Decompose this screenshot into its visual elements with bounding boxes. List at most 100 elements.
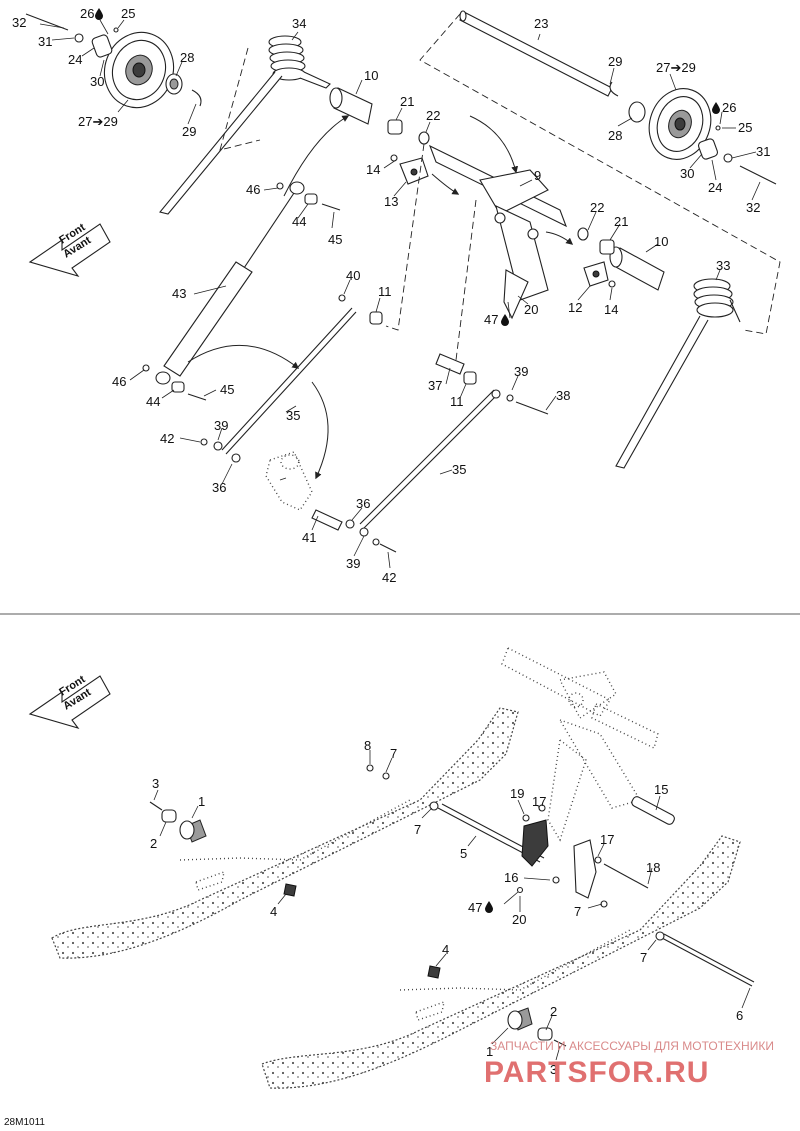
callout-27-29b: 27➔29 [656, 60, 696, 75]
callout-36b: 36 [356, 496, 370, 511]
callout-b5: 5 [460, 846, 467, 861]
diagram-code: 28M1011 [4, 1117, 45, 1128]
callout-34: 34 [292, 16, 306, 31]
callout-b3: 3 [152, 776, 159, 791]
callout-b8: 8 [364, 738, 371, 753]
callout-b17: 17 [532, 794, 546, 809]
callout-24: 24 [68, 52, 82, 67]
callout-25b: 25 [738, 120, 752, 135]
callout-10b: 10 [654, 234, 668, 249]
callout-10: 10 [364, 68, 378, 83]
callout-b7: 7 [390, 746, 397, 761]
front-direction-arrow-top: Front Avant [28, 221, 111, 277]
rear-arm-outline [501, 647, 659, 842]
rail-hardware [149, 764, 755, 1047]
callout-b15: 15 [654, 782, 668, 797]
callout-b17b: 17 [600, 832, 614, 847]
callout-39b: 39 [214, 418, 228, 433]
callout-26: 26 [80, 6, 94, 21]
callout-31b: 31 [756, 144, 770, 159]
watermark-logo: PARTSFOR.RU [484, 1056, 709, 1089]
callout-42: 42 [160, 431, 174, 446]
callout-23: 23 [534, 16, 548, 31]
callout-33: 33 [716, 258, 730, 273]
grease-drop-icon-3 [501, 314, 509, 326]
idler-wheel-left [25, 13, 202, 109]
callout-29b: 29 [608, 54, 622, 69]
shaft-23 [459, 10, 613, 97]
rear-arm-assembly: Front Avant [25, 10, 781, 553]
callout-b1: 1 [198, 794, 205, 809]
callout-22: 22 [426, 108, 440, 123]
callout-47: 47 [484, 312, 498, 327]
callout-b1b: 1 [486, 1044, 493, 1059]
callout-b7c: 7 [574, 904, 581, 919]
callout-31: 31 [38, 34, 52, 49]
callout-21: 21 [400, 94, 414, 109]
callout-36: 36 [212, 480, 226, 495]
callout-b7b: 7 [414, 822, 421, 837]
callout-25: 25 [121, 6, 135, 21]
callout-12: 12 [568, 300, 582, 315]
callout-21b: 21 [614, 214, 628, 229]
callout-46: 46 [246, 182, 260, 197]
callout-46b: 46 [112, 374, 126, 389]
callout-29: 29 [182, 124, 196, 139]
callout-37: 37 [428, 378, 442, 393]
callout-32: 32 [12, 15, 26, 30]
callout-28b: 28 [608, 128, 622, 143]
leader-lines [39, 19, 761, 1061]
callout-b16: 16 [504, 870, 518, 885]
callout-b3b: 3 [550, 1062, 557, 1077]
callout-b2b: 2 [550, 1004, 557, 1019]
bushings-upper [329, 87, 665, 291]
grease-drop-icon-4 [485, 901, 493, 913]
callout-b4b: 4 [442, 942, 449, 957]
callout-28: 28 [180, 50, 194, 65]
shock-absorber-43 [142, 181, 341, 401]
spring-33 [615, 278, 741, 469]
callout-20: 20 [524, 302, 538, 317]
callout-27-29: 27➔29 [78, 114, 118, 129]
callouts-top: 32 26 25 31 24 30 28 27➔29 29 34 10 21 2… [12, 6, 770, 585]
callout-38: 38 [556, 388, 570, 403]
callout-11: 11 [378, 284, 392, 299]
callout-b20: 20 [512, 912, 526, 927]
front-direction-arrow-bottom: Front Avant [28, 673, 111, 729]
grease-drop-icon [95, 8, 103, 20]
callout-45b: 45 [220, 382, 234, 397]
callout-b6: 6 [736, 1008, 743, 1023]
callout-40: 40 [346, 268, 360, 283]
callout-b19: 19 [510, 786, 524, 801]
links-35 [200, 294, 549, 553]
callout-35: 35 [286, 408, 300, 423]
callout-32b: 32 [746, 200, 760, 215]
slide-rail-right [261, 835, 741, 1089]
callout-43: 43 [172, 286, 186, 301]
callout-24b: 24 [708, 180, 722, 195]
stopper-blocks [390, 154, 616, 288]
callout-35b: 35 [452, 462, 466, 477]
callout-26b: 26 [722, 100, 736, 115]
callouts-bottom: 8 7 3 1 2 19 17 15 7 5 17 4 16 18 47 20 … [150, 738, 743, 1077]
callout-30b: 30 [680, 166, 694, 181]
callout-39: 39 [514, 364, 528, 379]
callout-22b: 22 [590, 200, 604, 215]
callout-42b: 42 [382, 570, 396, 585]
spring-34 [159, 35, 331, 215]
callout-44: 44 [292, 214, 306, 229]
callout-14b: 14 [604, 302, 618, 317]
callout-39c: 39 [346, 556, 360, 571]
grease-drop-icon-2 [712, 102, 720, 114]
callout-41: 41 [302, 530, 316, 545]
callout-b18: 18 [646, 860, 660, 875]
pivot-bracket [265, 451, 313, 511]
watermark-tagline: ЗАПЧАСТИ И АКСЕССУАРЫ ДЛЯ МОТОТЕХНИКИ [490, 1039, 774, 1053]
callout-30: 30 [90, 74, 104, 89]
callout-b47: 47 [468, 900, 482, 915]
callout-b7d: 7 [640, 950, 647, 965]
callout-44b: 44 [146, 394, 160, 409]
callout-45: 45 [328, 232, 342, 247]
callout-14: 14 [366, 162, 380, 177]
